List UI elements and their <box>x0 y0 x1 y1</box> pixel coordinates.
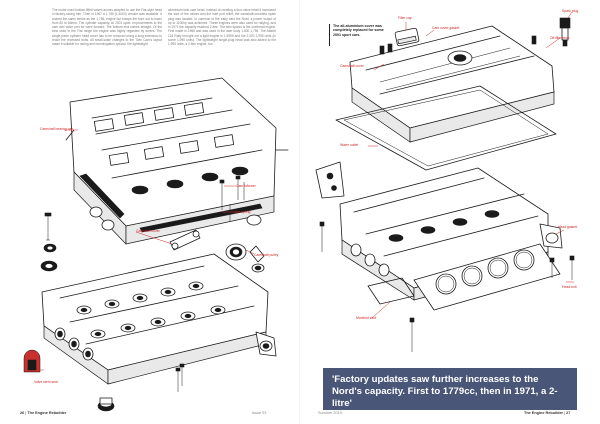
label-head-bolt: Head bolt <box>562 285 577 289</box>
nuts-right-top <box>379 35 537 55</box>
label-cam-cover-gasket: Cam cover gasket <box>432 26 460 30</box>
manifold-gasket-right <box>367 277 415 305</box>
label-cam-follower: Cam follower <box>236 184 256 188</box>
lifting-bracket-right <box>315 161 345 199</box>
valve-train-parts-left <box>40 175 265 273</box>
label-filler-cap: Filler cap <box>398 16 412 20</box>
cylinder-head-upper-left <box>65 77 289 245</box>
left-page-number: 26 <box>20 411 25 415</box>
pull-quote-text: 'Factory updates saw further increases t… <box>332 374 558 409</box>
sidenote-caption: The all-aluminium cover was completely r… <box>333 24 384 37</box>
label-cam-cover: Camshaft cover <box>340 64 364 68</box>
label-manifold-stud: Manifold stud <box>356 316 377 320</box>
label-camshaft-cover: Camshaft cover <box>136 229 160 233</box>
spark-plug-part <box>559 17 571 47</box>
filler-cap-part <box>394 27 420 47</box>
label-camshaft-pulley: Camshaft pulley <box>254 253 279 257</box>
right-page-number: 27 <box>566 411 571 415</box>
label-camshaft-bearing-cap: Camshaft bearing cap <box>40 127 74 131</box>
cam-cover-right <box>349 25 555 143</box>
cam-cover-gasket-outline <box>335 85 557 171</box>
body-text-column-2: aluminium twin-cam head. Instead of crea… <box>168 8 276 47</box>
left-magazine-title: The Engine Rebuilder <box>27 411 67 415</box>
seal-and-plug-parts-left <box>23 349 185 412</box>
cylinder-head-lower-left <box>41 253 277 385</box>
body-text-column-1: The motor used bottom-filled valves acro… <box>52 8 162 47</box>
label-valve-spring: Valve spring <box>232 210 251 214</box>
head-gasket-right <box>413 243 561 311</box>
left-folio: 26 | The Engine Rebuilder <box>20 411 66 415</box>
left-folio-sep: | <box>25 411 28 415</box>
label-oil-filler: Oil filler neck <box>550 36 570 40</box>
right-folio-sep: | <box>564 411 567 415</box>
head-bolts-right <box>319 221 575 352</box>
label-head-gasket: Head gasket <box>558 225 578 229</box>
right-folio: The Engine Rebuilder | 27 <box>524 411 570 415</box>
label-leaders <box>38 11 574 371</box>
cam-cover-gasket-inner <box>343 89 549 167</box>
pull-quote-box: 'Factory updates saw further increases t… <box>323 368 577 410</box>
right-issue-label: Summer 2019 <box>318 411 342 415</box>
label-spark-plug: Spark plug <box>562 9 579 13</box>
left-issue-label: Issue 03 <box>252 411 267 415</box>
label-valve-stem-seal: Valve stem seal <box>34 380 58 384</box>
label-water-outlet: Water outlet <box>340 143 359 147</box>
right-magazine-title: The Engine Rebuilder <box>524 411 564 415</box>
sidenote-rule <box>329 24 330 46</box>
